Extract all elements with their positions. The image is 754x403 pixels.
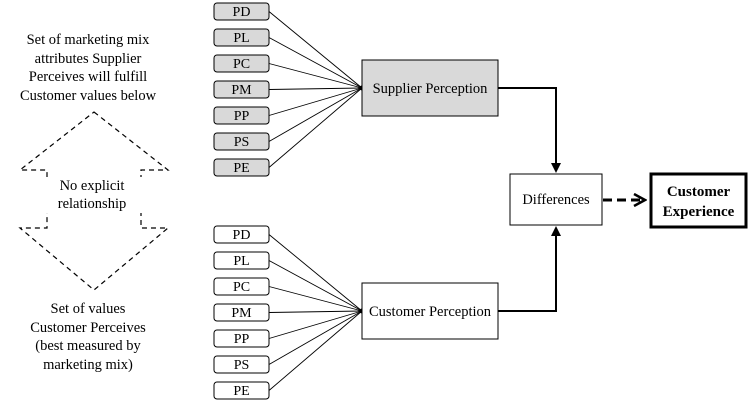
attribute-box (213, 225, 270, 244)
supplier-perception-label: Supplier Perception (373, 81, 489, 97)
attribute-box (213, 251, 270, 270)
customer-attribute-item: PD (213, 225, 270, 244)
customer-attribute-connectors (268, 234, 365, 391)
caption-line: Set of values (50, 301, 126, 317)
attribute-box (213, 158, 270, 177)
customer-perception-box: Customer Perception (361, 282, 499, 340)
differences-label: Differences (522, 192, 590, 208)
attribute-connector-line (268, 310, 363, 313)
attribute-box (213, 355, 270, 374)
caption-line: (best measured by (35, 338, 141, 354)
caption-line: attributes Supplier (34, 50, 142, 67)
attribute-connector-line (268, 310, 363, 339)
customer-attribute-item: PP (213, 329, 270, 348)
attribute-connector-line (268, 87, 363, 142)
supplier-attribute-item: PS (213, 132, 270, 151)
attribute-label: PE (233, 384, 249, 399)
attribute-connector-line (268, 234, 363, 312)
caption-line: marketing mix) (43, 356, 133, 373)
attribute-label: PD (233, 5, 251, 20)
attribute-label: PD (233, 228, 251, 243)
attribute-label: PM (231, 306, 252, 321)
no-relationship-caption: No explicit relationship (40, 177, 144, 213)
attribute-connector-line (268, 260, 363, 312)
caption-line: relationship (57, 196, 127, 212)
caption-line: Customer Perceives (30, 319, 146, 336)
attribute-box (213, 80, 270, 99)
customer-attribute-list: PD PL PC PM PP PS PE (213, 225, 270, 400)
customer-attribute-item: PL (213, 251, 270, 270)
caption-line: No explicit (59, 178, 125, 194)
attribute-box (213, 303, 270, 322)
attribute-connector-line (268, 310, 363, 391)
supplier-attribute-item: PP (213, 106, 270, 125)
caption-line: Perceives will fulfill (28, 69, 148, 85)
supplier-attribute-item: PL (213, 28, 270, 47)
supplier-perception-box: Supplier Perception (361, 59, 499, 117)
attribute-box (213, 2, 270, 21)
attribute-label: PP (234, 332, 250, 347)
caption-line: Set of marketing mix (26, 32, 150, 48)
customer-attribute-item: PM (213, 303, 270, 322)
supplier-attribute-item: PM (213, 80, 270, 99)
customer-experience-label-line1: Customer (667, 184, 731, 200)
attribute-box (213, 329, 270, 348)
attribute-label: PE (233, 161, 249, 176)
attribute-connector-line (268, 286, 363, 312)
supplier-attribute-connectors (268, 11, 365, 168)
customer-attribute-item: PS (213, 355, 270, 374)
supplier-attribute-item: PC (213, 54, 270, 73)
no-relationship-double-arrow (18, 111, 170, 291)
caption-line: Customer values below (19, 87, 157, 104)
supplier-attribute-item: PD (213, 2, 270, 21)
attribute-label: PC (233, 57, 250, 72)
attribute-connector-line (268, 87, 363, 90)
customer-attribute-item: PE (213, 381, 270, 400)
attribute-connector-line (268, 87, 363, 116)
attribute-connector-line (268, 310, 363, 365)
supplier-attribute-list: PD PL PC PM PP PS PE (213, 2, 270, 177)
attribute-box (213, 28, 270, 47)
attribute-box (213, 132, 270, 151)
customer-values-caption: Set of values Customer Perceives (best m… (4, 300, 172, 374)
attribute-connector-line (268, 11, 363, 89)
supplier-attributes-caption: Set of marketing mix attributes Supplier… (4, 31, 172, 105)
customer-experience-box: Customer Experience (649, 172, 748, 229)
attribute-box (213, 106, 270, 125)
attribute-box (213, 277, 270, 296)
attribute-label: PS (234, 135, 250, 150)
attribute-label: PP (234, 109, 250, 124)
customer-attribute-item: PC (213, 277, 270, 296)
customer-experience-label-line2: Experience (663, 204, 735, 220)
attribute-box (213, 54, 270, 73)
customer-perception-label: Customer Perception (369, 304, 492, 320)
supplier-to-differences-arrow (498, 87, 561, 173)
attribute-label: PL (233, 31, 249, 46)
attribute-label: PL (233, 254, 249, 269)
attribute-label: PC (233, 280, 250, 295)
attribute-connector-line (268, 37, 363, 89)
attribute-label: PM (231, 83, 252, 98)
supplier-attribute-item: PE (213, 158, 270, 177)
differences-box: Differences (509, 173, 603, 226)
attribute-connector-line (268, 63, 363, 89)
customer-to-differences-arrow (498, 226, 561, 312)
attribute-box (213, 381, 270, 400)
attribute-label: PS (234, 358, 250, 373)
attribute-connector-line (268, 87, 363, 168)
